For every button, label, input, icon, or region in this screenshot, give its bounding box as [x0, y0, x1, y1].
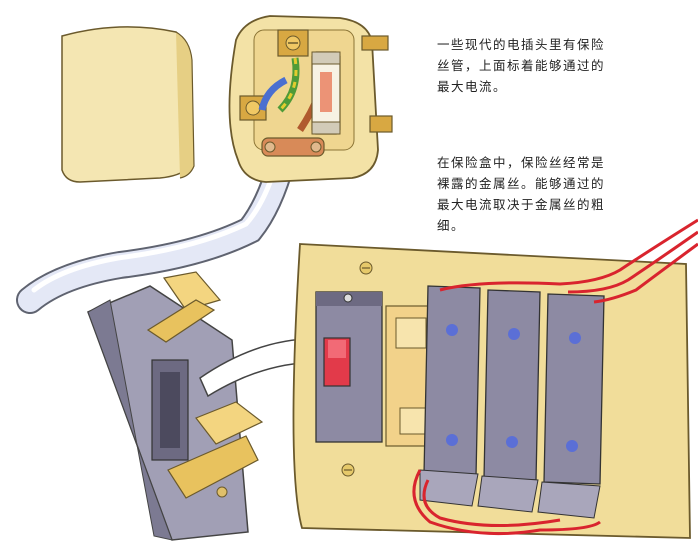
caption-line: 一些现代的电插头里有保险	[437, 37, 606, 52]
fuse-box-icon	[292, 243, 691, 539]
caption-line: 细。	[437, 218, 466, 233]
plug-fuse-caption: 一些现代的电插头里有保险 丝管，上面标着能够通过的 最大电流。	[437, 34, 605, 97]
plug-cover	[61, 26, 195, 183]
fuse-holder-icon	[87, 271, 264, 541]
fuse-cartridge-icon	[311, 51, 341, 135]
red-wires	[412, 218, 698, 536]
switch-icon	[323, 337, 351, 387]
caption-line: 在保险盒中，保险丝经常是	[437, 155, 606, 170]
caption-line: 丝管，上面标着能够通过的	[437, 58, 606, 73]
caption-line: 最大电流。	[437, 79, 508, 94]
caption-line: 裸露的金属丝。能够通过的	[437, 176, 606, 191]
cable	[16, 146, 296, 314]
caption-line: 最大电流取决于金属丝的粗	[437, 197, 606, 212]
plug-icon	[228, 15, 393, 183]
fuse-box-caption: 在保险盒中，保险丝经常是 裸露的金属丝。能够通过的 最大电流取决于金属丝的粗 细…	[437, 152, 605, 236]
